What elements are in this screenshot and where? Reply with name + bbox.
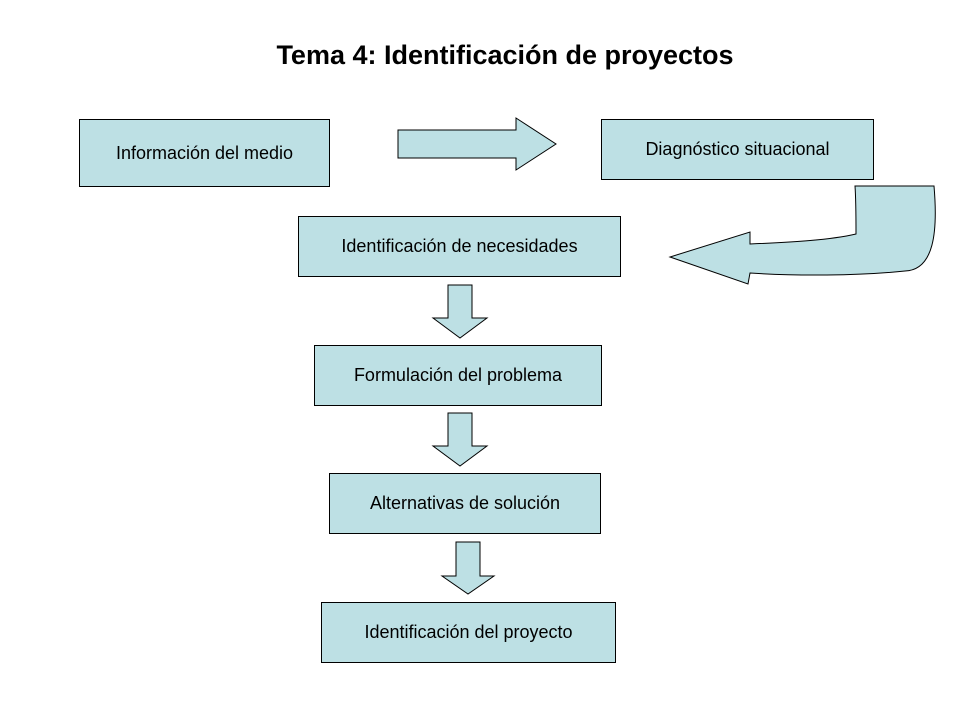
down-arrow-icon	[440, 541, 496, 595]
node-identificacion-del-proyecto: Identificación del proyecto	[321, 602, 616, 663]
node-identificacion-de-necesidades: Identificación de necesidades	[298, 216, 621, 277]
down-arrow-icon	[431, 412, 489, 467]
node-formulacion-del-problema: Formulación del problema	[314, 345, 602, 406]
right-arrow-icon	[397, 117, 557, 171]
curved-return-arrow-icon	[668, 185, 936, 285]
node-diagnostico-situacional: Diagnóstico situacional	[601, 119, 874, 180]
down-arrow-icon	[431, 284, 489, 339]
node-alternativas-de-solucion: Alternativas de solución	[329, 473, 601, 534]
page-title: Tema 4: Identificación de proyectos	[276, 40, 734, 70]
node-informacion-del-medio: Información del medio	[79, 119, 330, 187]
